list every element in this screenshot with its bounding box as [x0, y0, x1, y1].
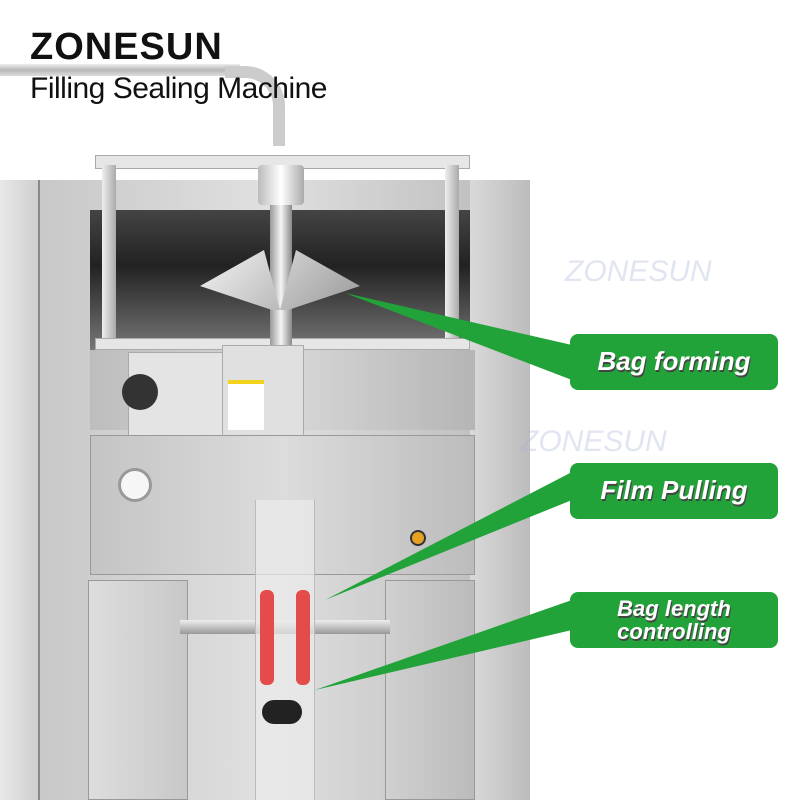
- left-door: [0, 180, 40, 800]
- right-roller-box: [385, 580, 475, 800]
- right-door: [470, 180, 530, 800]
- left-roller-box: [88, 580, 188, 800]
- watermark: ZONESUN: [565, 255, 712, 288]
- pull-wheel-right: [296, 590, 310, 685]
- indicator-light: [410, 530, 426, 546]
- tube-collar: [258, 165, 304, 205]
- pressure-gauge: [118, 468, 152, 502]
- label-bag-forming: Bag forming: [570, 334, 778, 390]
- frame-right-post: [445, 165, 459, 345]
- product-subtitle: Filling Sealing Machine: [30, 72, 328, 105]
- pull-wheel-left: [260, 590, 274, 685]
- photo-sensor: [262, 700, 302, 724]
- label-film-pulling: Film Pulling: [570, 463, 778, 519]
- watermark: ZONESUN: [520, 425, 667, 458]
- frame-left-post: [102, 165, 116, 345]
- knob: [122, 374, 158, 410]
- brand-title: ZONESUN: [30, 26, 223, 68]
- machine: [0, 150, 530, 800]
- pipe: [0, 64, 240, 76]
- warning-labels: [228, 380, 264, 430]
